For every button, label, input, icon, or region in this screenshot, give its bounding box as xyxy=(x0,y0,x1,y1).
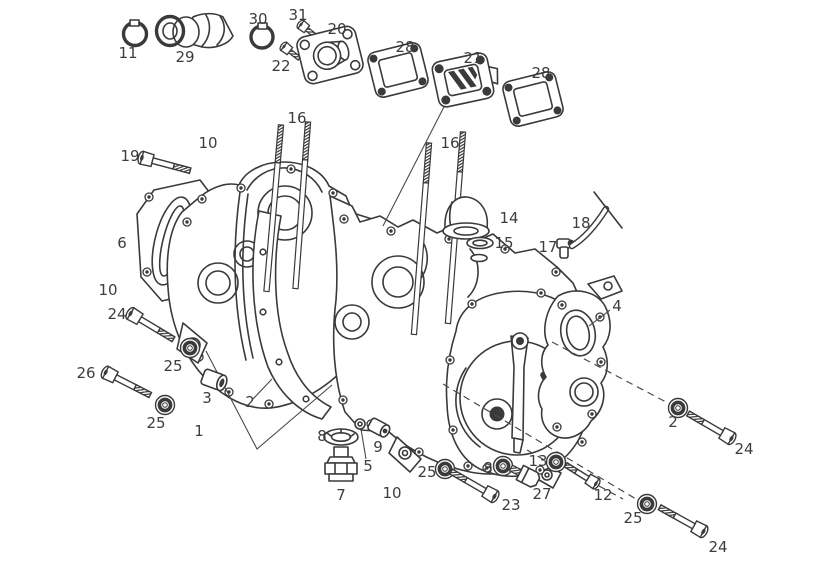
oil-filler-cap xyxy=(442,196,490,240)
washer-25-a xyxy=(178,336,202,360)
hose-clamp xyxy=(249,22,275,50)
intake-manifold-flange xyxy=(296,25,364,85)
callout-25-c: 25 xyxy=(417,463,436,481)
callout-21: 21 xyxy=(463,49,482,67)
reed-valve-block xyxy=(431,52,499,108)
callout-20: 20 xyxy=(327,20,346,38)
callout-9: 9 xyxy=(373,438,383,456)
washer-13 xyxy=(544,450,568,474)
callout-16-b: 16 xyxy=(440,134,459,152)
bolt-axis-dashed-lines xyxy=(442,341,669,500)
callout-3: 3 xyxy=(202,389,212,407)
callout-12: 12 xyxy=(593,486,612,504)
callout-25-b: 25 xyxy=(146,414,165,432)
callout-25-a: 25 xyxy=(163,357,182,375)
callout-5: 5 xyxy=(363,457,373,475)
callout-26: 26 xyxy=(76,364,95,382)
callout-14: 14 xyxy=(499,209,518,227)
callout-1: 1 xyxy=(194,422,204,440)
bolt-19 xyxy=(136,149,193,178)
callout-10-c: 10 xyxy=(382,484,401,502)
dowel-bush-3 xyxy=(200,368,228,392)
callout-2-b: 2 xyxy=(668,413,678,431)
callout-25-d: 25 xyxy=(623,509,642,527)
callout-24-c: 24 xyxy=(708,538,727,556)
callout-8-b: 8 xyxy=(483,459,493,477)
callout-31: 31 xyxy=(288,6,307,24)
oil-hose-18 xyxy=(568,191,623,250)
callout-30: 30 xyxy=(248,10,267,28)
center-gasket xyxy=(252,210,332,420)
callout-23: 23 xyxy=(501,496,520,514)
hex-plug-27 xyxy=(508,464,541,488)
intake-rubber-joint xyxy=(154,12,234,49)
callout-6: 6 xyxy=(117,234,127,252)
callout-29: 29 xyxy=(175,48,194,66)
callout-24-a: 24 xyxy=(107,305,126,323)
bolt-26 xyxy=(98,364,154,402)
callout-17: 17 xyxy=(538,238,557,256)
bolt-24-left xyxy=(123,305,178,346)
callout-18: 18 xyxy=(571,214,590,232)
bolt-24-lower-right xyxy=(655,500,711,540)
bolt-24-upper-right xyxy=(684,407,739,447)
drain-plug-7 xyxy=(324,446,358,482)
callout-16-a: 16 xyxy=(287,109,306,127)
callout-2-a: 2 xyxy=(245,393,255,411)
callout-10-a: 10 xyxy=(198,134,217,152)
washer-25-b xyxy=(153,393,177,417)
callout-labels: 11 29 30 31 22 20 28 21 28 19 10 16 16 6… xyxy=(76,6,753,556)
right-end-cover xyxy=(537,290,611,439)
callout-28-a: 28 xyxy=(395,38,414,56)
hose-clamp-small xyxy=(121,19,149,48)
callout-8-a: 8 xyxy=(317,427,327,445)
washer-8-right xyxy=(491,454,515,478)
callout-24-b: 24 xyxy=(734,440,753,458)
callout-4: 4 xyxy=(612,297,622,315)
callout-15: 15 xyxy=(494,234,513,252)
callout-22: 22 xyxy=(271,57,290,75)
seal-washer-8-left xyxy=(323,428,359,446)
callout-13: 13 xyxy=(528,452,547,470)
seal-ring-15 xyxy=(466,236,494,250)
callout-28-b: 28 xyxy=(531,64,550,82)
callout-27: 27 xyxy=(532,485,551,503)
callout-19: 19 xyxy=(120,147,139,165)
callout-10-b: 10 xyxy=(98,281,117,299)
callout-7: 7 xyxy=(336,486,346,504)
dowel-9 xyxy=(367,417,391,438)
callout-11: 11 xyxy=(118,44,137,62)
